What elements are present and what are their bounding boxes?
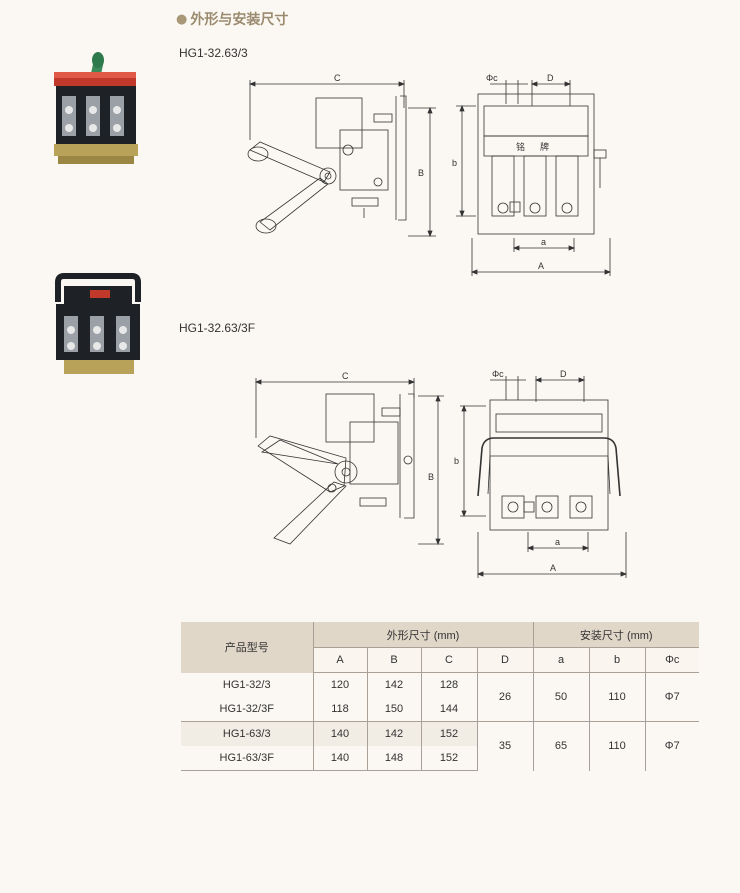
dim-label-B-2: B [428,472,434,482]
model-cell: HG1-32/3 [181,672,313,697]
dim-label-A: A [538,261,544,271]
value-cell-C: 128 [420,672,477,697]
col-header-C: C [420,647,477,673]
side-view-drawing-2: C B [254,371,444,546]
model-cell: HG1-32/3F [181,697,313,722]
value-cell-C: 144 [420,697,477,722]
dim-label-B: B [418,168,424,178]
section-title-text: 外形与安装尺寸 [190,12,289,28]
col-header-D: D [476,647,533,673]
mounting-dimensions-header: 安装尺寸 (mm) [532,622,699,648]
value-cell-B: 142 [366,721,421,746]
table-row: HG1-63/3 140 142 152 35 65 110 Φ7 [181,721,699,771]
model-cell: HG1-63/3F [181,746,313,771]
outline-dimensions-header: 外形尺寸 (mm) [312,622,533,648]
value-cell-phic: Φ7 [644,672,699,722]
value-cell-b: 110 [588,672,645,722]
dim-label-b: b [452,158,457,168]
table-row: HG1-32/3F 118 150 144 [181,697,699,722]
front-view-drawing-2: Φc D b a A [454,369,628,578]
col-header-b: b [588,647,645,673]
value-cell-A: 120 [312,672,367,697]
value-cell-D: 26 [476,672,533,722]
value-cell-A: 140 [312,746,367,771]
col-header-a: a [532,647,589,673]
table-row: HG1-63/3F 140 148 152 [181,746,699,771]
dim-label-a-2: a [555,537,560,547]
value-cell-phic: Φ7 [644,721,699,771]
side-view-drawing-1: C B [247,73,436,238]
value-cell-A: 118 [312,697,367,722]
dim-label-D: D [547,73,554,83]
value-cell-a: 65 [532,721,589,771]
front-view-drawing-1: Φc D b 铭 牌 a A [452,73,612,276]
dim-label-phic: Φc [486,73,498,83]
nameplate-char-2: 牌 [540,141,549,153]
value-cell-C: 152 [420,746,477,771]
col-header-B: B [366,647,421,673]
col-header-A: A [312,647,367,673]
value-cell-B: 148 [366,746,421,771]
nameplate-char-1: 铭 [516,141,525,153]
model-cell: HG1-63/3 [181,721,313,746]
value-cell-C: 152 [420,721,477,746]
dimension-table: 产品型号 外形尺寸 (mm) 安装尺寸 (mm) A B C D a b Φc … [181,622,699,771]
value-cell-b: 110 [588,721,645,771]
product-photo-2 [55,273,141,374]
bullet-icon: ● [176,11,188,27]
dim-label-a: a [541,237,546,247]
value-cell-B: 150 [366,697,421,722]
product-photo-1 [54,52,138,164]
value-cell-D: 35 [476,721,533,771]
value-cell-A: 140 [312,721,367,746]
dim-label-C: C [334,73,341,83]
table-row: HG1-32/3 120 142 128 26 50 110 Φ7 [181,672,699,722]
value-cell-a: 50 [532,672,589,722]
section-title: ● 外形与安装尺寸 [176,9,288,29]
dim-label-D-2: D [560,369,567,379]
dim-label-C-2: C [342,371,349,381]
dim-label-A-2: A [550,563,556,573]
model-column-header: 产品型号 [181,622,313,673]
dim-label-b-2: b [454,456,459,466]
value-cell-B: 142 [366,672,421,697]
col-header-phic: Φc [644,647,699,673]
dim-label-phic-2: Φc [492,369,504,379]
model-label-2: HG1-32.63/3F [179,321,256,335]
model-label-1: HG1-32.63/3 [179,46,248,60]
